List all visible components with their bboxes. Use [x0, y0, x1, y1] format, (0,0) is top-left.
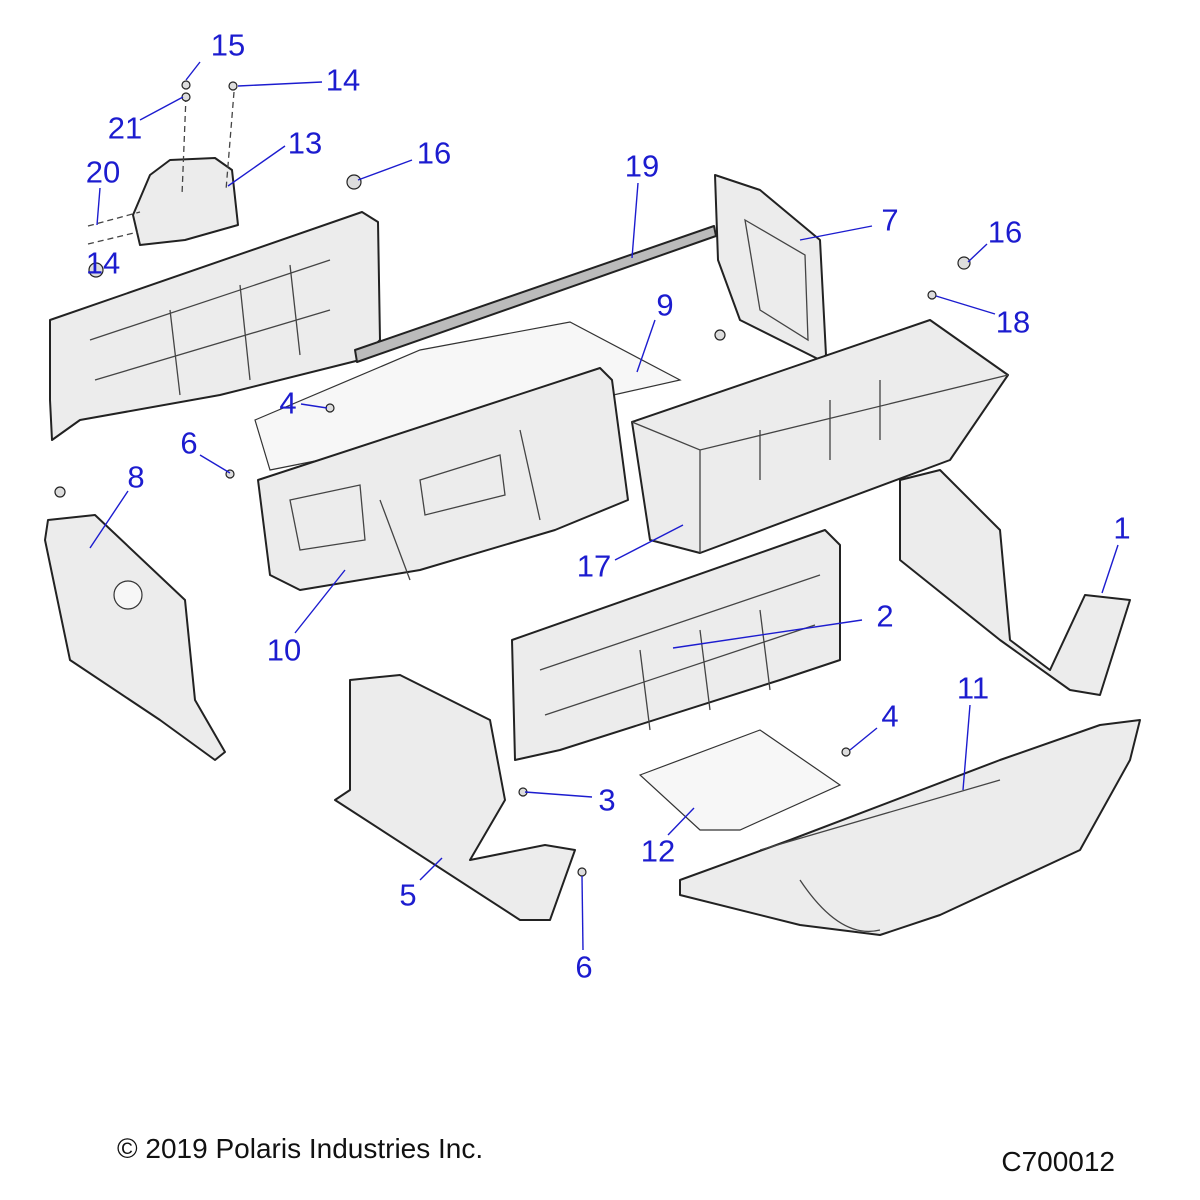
callout-label: 6: [575, 949, 593, 985]
callout-label: 12: [640, 833, 676, 869]
dashed-guide: [181, 95, 187, 196]
leader-line: [227, 145, 286, 187]
copyright-text: © 2019 Polaris Industries Inc.: [117, 1133, 484, 1164]
part-8-side-panel: [44, 514, 226, 761]
dash-detail: [289, 429, 541, 581]
callout-label: 4: [881, 698, 899, 734]
callout-label: 3: [598, 782, 616, 818]
part-17-storage-box: [631, 319, 1009, 554]
leader-line: [300, 403, 328, 409]
callout-label: 14: [85, 245, 121, 281]
part-5-side-panel: [334, 674, 576, 921]
callout-label: 8: [127, 459, 145, 495]
callout-label: 14: [325, 62, 361, 98]
part-12-floor: [638, 729, 842, 831]
leader-line: [89, 490, 129, 549]
leader-line: [199, 454, 231, 474]
callout-label: 18: [995, 304, 1031, 340]
leader-line: [672, 619, 863, 649]
part-1-side-panel: [899, 469, 1131, 696]
callout-label: 11: [956, 670, 990, 706]
leader-line: [849, 727, 878, 751]
leader-line: [524, 791, 593, 798]
part-2-panel: [511, 529, 841, 761]
callout-label: 21: [107, 110, 143, 146]
callout-label: 5: [399, 877, 417, 913]
leader-line: [237, 81, 323, 87]
part-13-cover: [132, 157, 239, 246]
callout-label: 15: [210, 27, 246, 63]
leader-line: [96, 187, 101, 226]
callout-label: 2: [876, 598, 894, 634]
leader-line: [614, 524, 684, 561]
callout-label: 9: [656, 287, 674, 323]
part-19-strip: [354, 225, 717, 363]
callout-label: 7: [881, 202, 899, 238]
leader-line: [799, 225, 873, 241]
callout-label: 10: [266, 632, 302, 668]
callout-label: 17: [576, 548, 612, 584]
leader-line: [1101, 544, 1119, 594]
dashed-guide: [87, 211, 141, 227]
leader-line: [636, 319, 656, 373]
callout-label: 19: [624, 148, 660, 184]
leader-line: [357, 159, 413, 181]
callout-label: 20: [85, 154, 121, 190]
callout-label: 4: [279, 385, 297, 421]
panel-detail: [744, 218, 809, 342]
pan-detail: [759, 779, 1001, 932]
panel-ribs: [89, 259, 331, 396]
leader-line: [294, 569, 346, 634]
panel-hole: [113, 580, 143, 610]
fasteners: [54, 80, 971, 877]
leader-line: [962, 704, 971, 791]
dashed-guide: [87, 231, 139, 245]
leader-line: [667, 807, 695, 836]
leader-line: [631, 182, 639, 259]
leader-line: [581, 875, 584, 951]
callout-label: 1: [1113, 510, 1131, 546]
box-detail: [631, 374, 1009, 553]
leader-line: [935, 295, 996, 315]
leader-line: [967, 243, 988, 263]
callout-label: 13: [287, 125, 323, 161]
callout-label: 16: [416, 135, 452, 171]
leader-line: [419, 857, 443, 881]
panel-upper-left: [49, 211, 381, 441]
panel-ribs: [539, 574, 821, 731]
part-10-dash: [257, 367, 629, 591]
diagram-id: C700012: [1001, 1146, 1115, 1177]
leader-line: [185, 61, 201, 81]
dashed-guide: [225, 91, 235, 191]
callout-label: 16: [987, 214, 1023, 250]
callout-label: 6: [180, 425, 198, 461]
leader-line: [139, 96, 184, 121]
part-9-floor: [254, 321, 682, 471]
